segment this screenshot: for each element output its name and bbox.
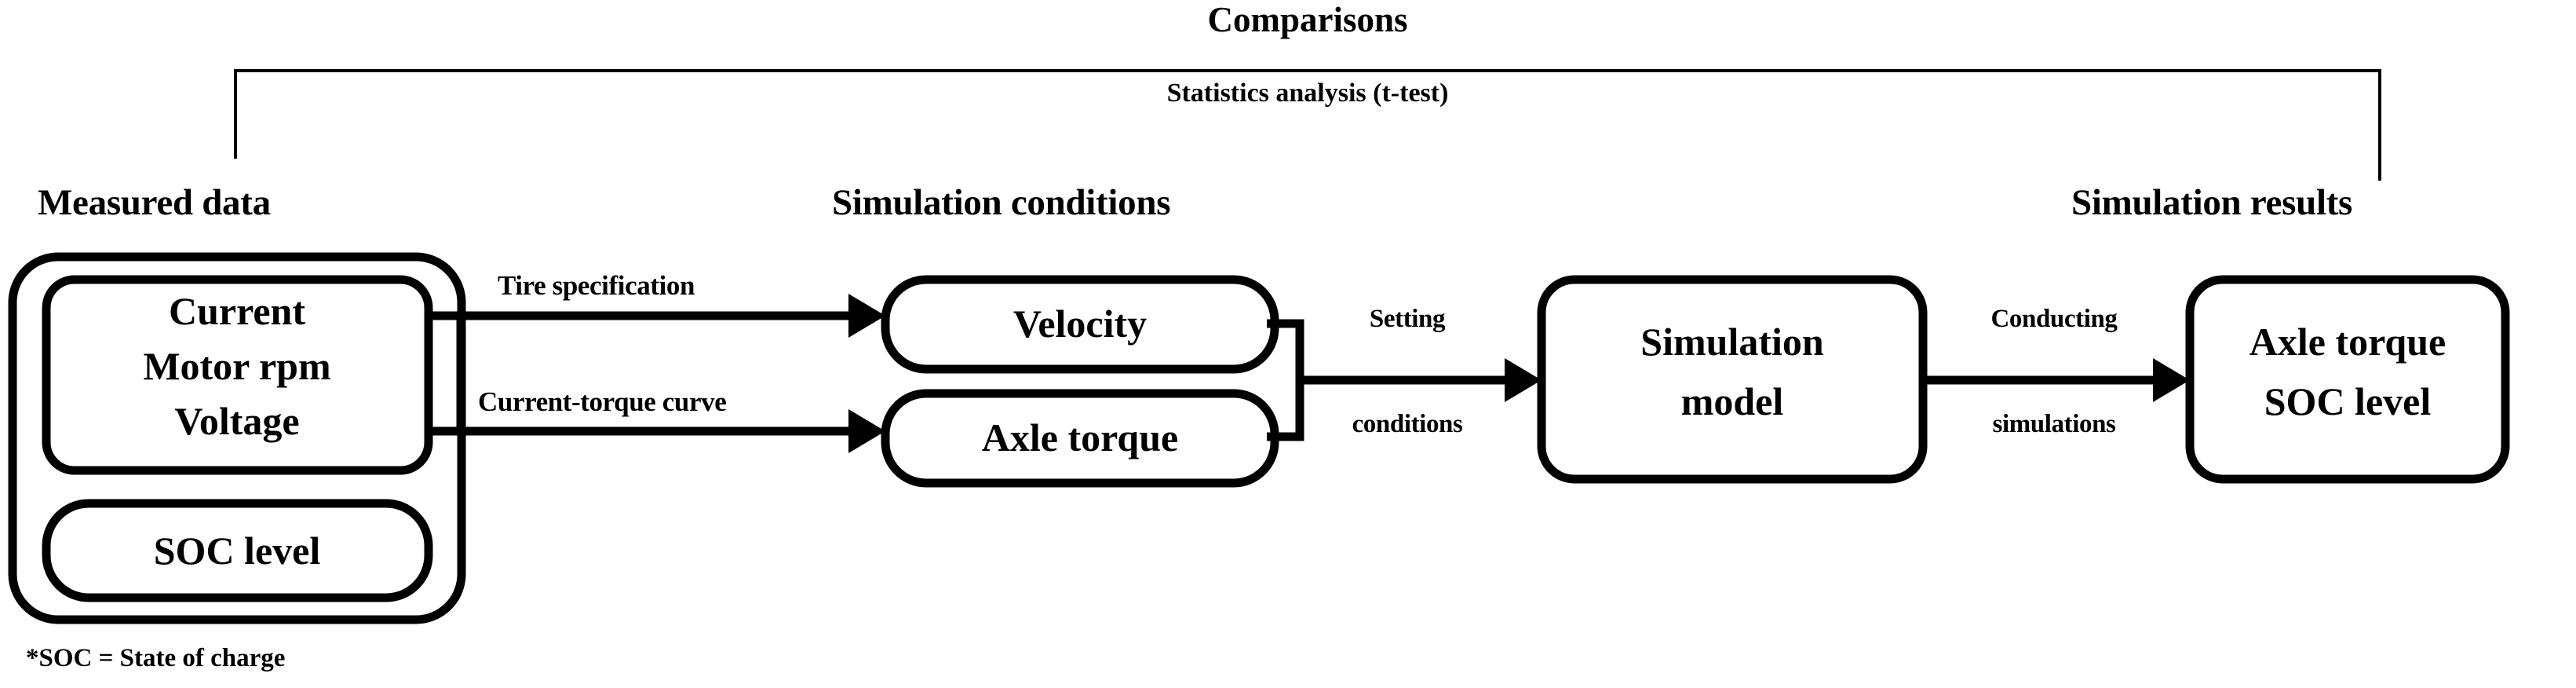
measured-soc-label: SOC level [153, 529, 321, 573]
results-output-line-2: SOC level [2264, 379, 2432, 423]
footnote-soc-definition: *SOC = State of charge [26, 644, 286, 672]
conditions-merge-bracket [1267, 319, 1542, 441]
measured-soc-box[interactable] [42, 499, 433, 602]
condition-velocity-label: Velocity [1013, 302, 1148, 346]
group-title-simulation-conditions: Simulation conditions [832, 182, 1171, 223]
measured-inputs-line-3: Voltage [174, 399, 300, 443]
measured-inputs-line-1: Current [168, 289, 306, 333]
comparisons-title: Comparisons [1207, 0, 1408, 39]
group-title-simulation-results: Simulation results [2071, 182, 2353, 223]
edge-label-tire-specification: Tire specification [498, 270, 695, 301]
edge-tire-spec-arrow [429, 294, 885, 338]
edge-label-conditions: conditions [1352, 410, 1463, 438]
simulation-model-line-2: model [1680, 379, 1784, 423]
comparisons-bracket [234, 69, 2381, 181]
results-output-line-1: Axle torque [2249, 320, 2446, 364]
edge-current-torque-arrow [429, 409, 885, 453]
measured-inputs-line-2: Motor rpm [143, 344, 331, 388]
measured-inputs-box[interactable] [42, 275, 433, 475]
results-output-box[interactable] [2185, 275, 2510, 484]
statistics-analysis-label: Statistics analysis (t-test) [1166, 79, 1449, 108]
edge-label-current-torque-curve: Current-torque curve [478, 386, 727, 417]
edge-label-setting: Setting [1369, 305, 1446, 333]
condition-axle-torque-label: Axle torque [981, 415, 1179, 459]
group-title-measured-data: Measured data [38, 182, 271, 223]
simulation-model-line-1: Simulation [1640, 320, 1824, 364]
edge-label-conducting: Conducting [1990, 305, 2118, 333]
edge-label-simulations: simulations [1992, 410, 2116, 438]
edge-conducting-simulations-arrow [1923, 358, 2190, 402]
